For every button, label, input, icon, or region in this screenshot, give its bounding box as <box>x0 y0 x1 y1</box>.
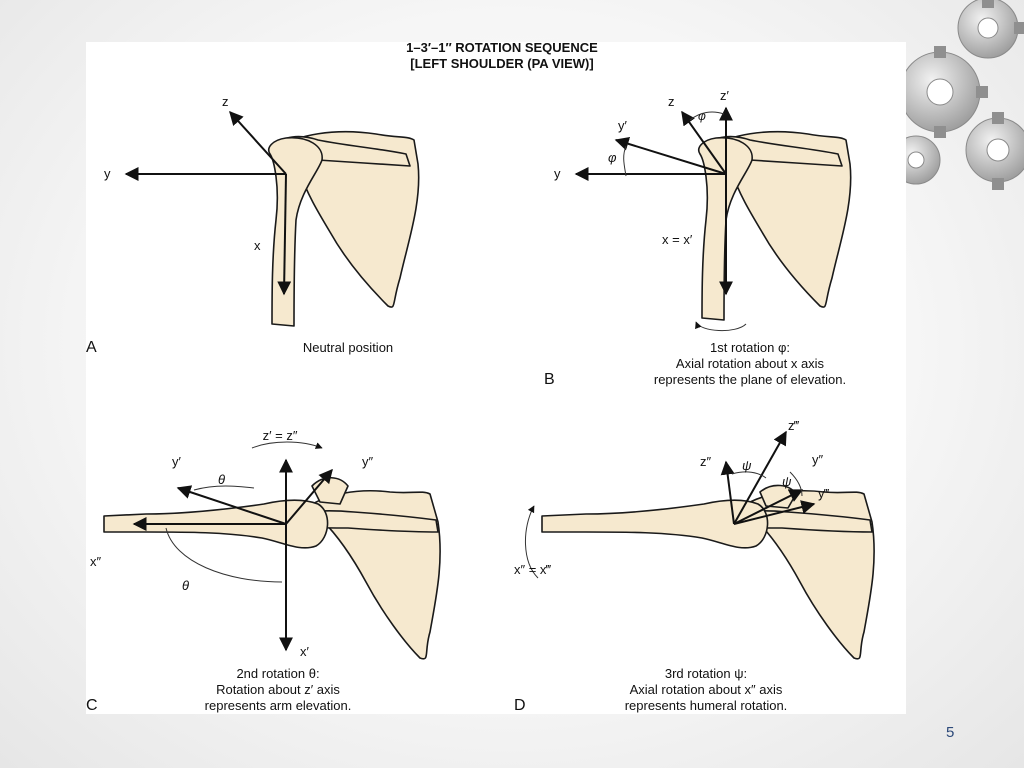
panel-b-label-x-eq: x = x′ <box>662 232 693 247</box>
panel-c-label-y-dprime: y″ <box>362 454 374 469</box>
panel-c-label-y-prime: y′ <box>172 454 182 469</box>
panel-d-clavicle <box>759 484 797 509</box>
panel-c-label-x-dprime: x″ <box>90 554 102 569</box>
panel-c-label-theta-2: θ <box>182 578 189 593</box>
panel-a-label-y: y <box>104 166 111 181</box>
panel-c: z′ = z″ y′ y″ x″ x′ θ θ 2nd rotation θ: … <box>86 428 441 714</box>
panel-d-letter: D <box>514 697 526 714</box>
panel-c-caption-3: represents arm elevation. <box>205 698 352 713</box>
rotation-sequence-figure: 1–3′–1″ ROTATION SEQUENCE [LEFT SHOULDER… <box>86 42 906 714</box>
panel-b-label-y-prime: y′ <box>618 118 628 133</box>
panel-d-label-psi-2: ψ <box>782 474 792 489</box>
panel-d-label-y-dprime: y″ <box>812 452 824 467</box>
panel-a-caption-1: Neutral position <box>303 340 393 355</box>
panel-c-scapula <box>305 489 441 660</box>
panel-d-scapula <box>739 489 875 660</box>
panel-b-label-phi-1: φ <box>608 150 617 165</box>
panel-b-letter: B <box>544 371 555 388</box>
figure-title-line1: 1–3′–1″ ROTATION SEQUENCE <box>406 42 598 55</box>
panel-a-label-z: z <box>222 94 229 109</box>
panel-d-humerus <box>541 499 769 549</box>
panel-d-label-z-tprime: z‴ <box>788 418 800 433</box>
page-number: 5 <box>946 724 955 741</box>
panel-b-label-z-prime: z′ <box>720 88 730 103</box>
panel-c-letter: C <box>86 697 98 714</box>
panel-c-caption-1: 2nd rotation θ: <box>236 666 319 681</box>
panel-a-humerus <box>268 136 323 327</box>
panel-b-label-y: y <box>554 166 561 181</box>
panel-d-label-z-dprime: z″ <box>700 454 712 469</box>
panel-a: z y x A Neutral position <box>86 94 420 356</box>
panel-d-caption-2: Axial rotation about x″ axis <box>630 682 783 697</box>
panel-b-label-z: z <box>668 94 675 109</box>
panel-d: z‴ z″ y″ y‴ x″ = x‴ ψ ψ 3rd rotation ψ: … <box>514 418 875 714</box>
panel-d-label-x-eq: x″ = x‴ <box>514 562 551 577</box>
figure-title-line2: [LEFT SHOULDER (PA VIEW)] <box>410 56 593 71</box>
panel-a-letter: A <box>86 339 97 356</box>
panel-a-label-x: x <box>254 238 261 253</box>
panel-d-label-y-tprime: y‴ <box>818 486 830 501</box>
panel-b-caption-3: represents the plane of elevation. <box>654 372 846 387</box>
gears-decoration-icon <box>888 0 1024 190</box>
panel-b-label-phi-2: φ <box>698 109 706 123</box>
panel-d-label-psi-1: ψ <box>742 458 752 473</box>
panel-c-label-x-prime: x′ <box>300 644 310 659</box>
panel-c-label-z-eq: z′ = z″ <box>263 428 298 443</box>
panel-b: z z′ y′ y x = x′ φ φ 1st rotation φ: Axi… <box>544 88 852 388</box>
panel-b-caption-1: 1st rotation φ: <box>710 340 790 355</box>
panel-b-caption-2: Axial rotation about x axis <box>676 356 825 371</box>
panel-c-caption-2: Rotation about z′ axis <box>216 682 340 697</box>
panel-d-caption-3: represents humeral rotation. <box>625 698 788 713</box>
panel-d-caption-1: 3rd rotation ψ: <box>665 666 747 681</box>
panel-c-clavicle <box>311 476 349 505</box>
panel-c-label-theta-1: θ <box>218 472 225 487</box>
